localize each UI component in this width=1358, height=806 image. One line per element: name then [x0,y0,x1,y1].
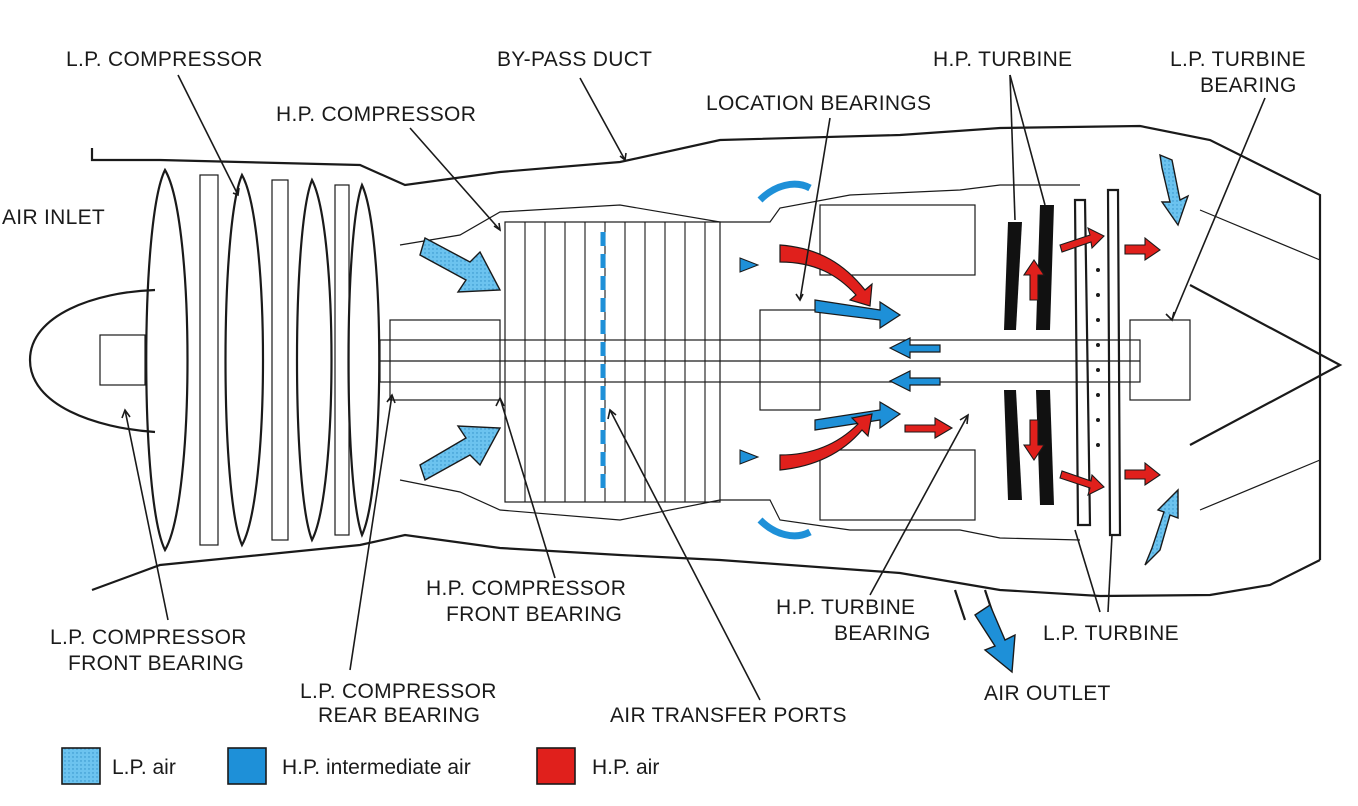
label-hp-compressor: H.P. COMPRESSOR [276,103,476,126]
exhaust-cone [1189,284,1343,446]
lp-air-arrow [974,603,1016,674]
lp-air-arrow [419,236,502,293]
leader-lines [121,74,1266,701]
hp-intermediate-air-arrows [739,180,941,540]
label-lp-compressor-rear-bearing-line1: L.P. COMPRESSOR [300,680,497,703]
label-air-outlet: AIR OUTLET [984,682,1111,705]
legend-label-lp-air: L.P. air [112,756,176,779]
label-lp-compressor: L.P. COMPRESSOR [66,48,263,71]
label-bypass-duct: BY-PASS DUCT [497,48,652,71]
intake-casing-top [90,124,1322,560]
label-hp-turbine-bearing-line2: BEARING [834,622,931,645]
intake-casing-bottom [91,533,1321,598]
label-hp-compressor-front-bearing-line1: H.P. COMPRESSOR [426,577,626,600]
label-location-bearings: LOCATION BEARINGS [706,92,931,115]
label-hp-turbine-bearing-line1: H.P. TURBINE [776,596,915,619]
legend-label-hp-intermediate-air: H.P. intermediate air [282,756,471,779]
label-lp-compressor-front-bearing-line2: FRONT BEARING [68,652,244,675]
legend-swatch-hp-air [536,747,576,785]
label-hp-compressor-front-bearing-line2: FRONT BEARING [446,603,622,626]
lp-air-arrow [419,425,502,482]
hp-turbine-blade [1004,222,1022,330]
legend: L.P. air H.P. intermediate air H.P. air [61,747,659,785]
label-lp-turbine: L.P. TURBINE [1043,622,1179,645]
lp-air-arrows [419,153,1190,674]
legend-label-hp-air: H.P. air [592,756,659,779]
turbine-section [759,188,1191,621]
label-hp-turbine: H.P. TURBINE [933,48,1072,71]
lp-compressor-stages [99,167,381,553]
label-lp-turbine-bearing-line1: L.P. TURBINE [1170,48,1306,71]
label-air-transfer-ports: AIR TRANSFER PORTS [610,704,847,727]
hp-turbine-blade [1036,390,1054,505]
legend-swatch-lp-air [61,747,101,785]
label-lp-compressor-rear-bearing-line2: REAR BEARING [318,704,480,727]
labels: L.P. COMPRESSOR BY-PASS DUCT H.P. TURBIN… [2,48,1306,727]
label-air-inlet: AIR INLET [2,206,105,229]
nose-cone [28,288,156,434]
lp-air-arrow [1144,488,1179,566]
hp-turbine-blade [1036,205,1054,330]
label-lp-turbine-bearing-line2: BEARING [1200,74,1297,97]
hp-turbine-blade [1004,390,1022,500]
hp-compressor-stages [389,221,721,503]
hp-air-arrows [779,226,1161,497]
label-lp-compressor-front-bearing-line1: L.P. COMPRESSOR [50,626,247,649]
legend-swatch-hp-intermediate-air [227,747,267,785]
lp-air-arrow [1159,153,1190,227]
